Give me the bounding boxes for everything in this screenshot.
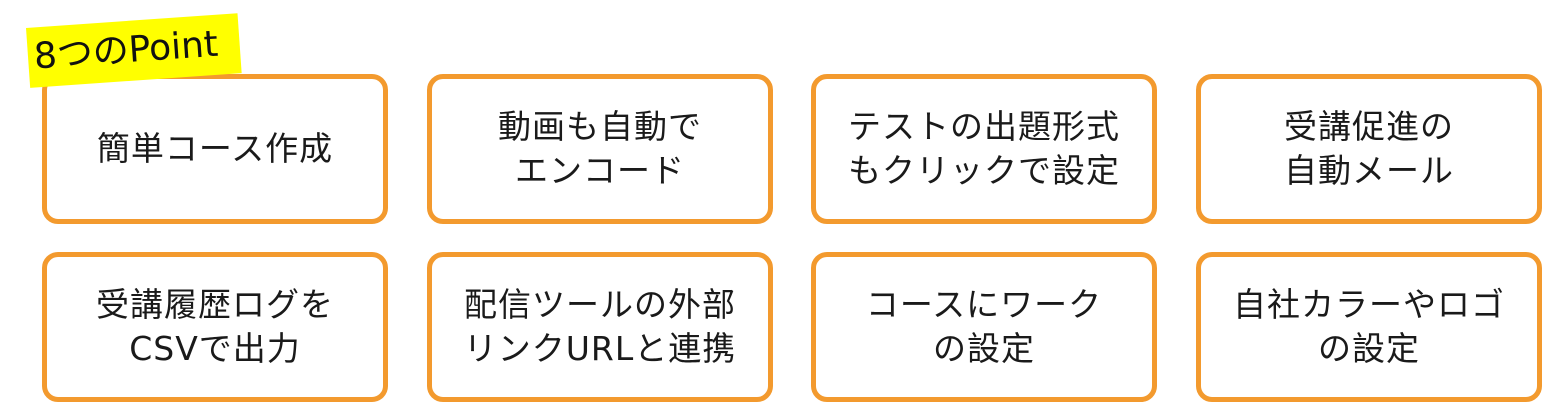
point-card-course-creation: 簡単コース作成 (42, 74, 388, 224)
point-card-line: 自動メール (1284, 151, 1454, 190)
point-card-line: エンコード (515, 151, 685, 190)
point-card-line: 配信ツールの外部 (464, 285, 736, 324)
point-card-line: 簡単コース作成 (96, 129, 334, 168)
point-card-line: もクリックで設定 (848, 151, 1120, 190)
point-card-video-encode: 動画も自動で エンコード (427, 74, 773, 224)
point-card-line: 動画も自動で (498, 107, 702, 146)
point-card-brand-color: 自社カラーやロゴ の設定 (1196, 252, 1542, 402)
point-card-external-link: 配信ツールの外部 リンクURLと連携 (427, 252, 773, 402)
point-card-line: リンクURLと連携 (463, 329, 737, 368)
point-card-line: 受講履歴ログを (96, 285, 334, 324)
point-card-line: 受講促進の (1284, 107, 1454, 146)
point-card-line: 自社カラーやロゴ (1233, 285, 1505, 324)
point-card-line: の設定 (933, 329, 1035, 368)
point-card-csv-log: 受講履歴ログを CSVで出力 (42, 252, 388, 402)
point-card-line: テストの出題形式 (848, 107, 1120, 146)
points-tag-label: 8つのPoint (32, 23, 220, 78)
point-card-course-work: コースにワーク の設定 (811, 252, 1157, 402)
point-card-line: の設定 (1318, 329, 1420, 368)
point-card-auto-mail: 受講促進の 自動メール (1196, 74, 1542, 224)
point-card-test-format: テストの出題形式 もクリックで設定 (811, 74, 1157, 224)
point-card-line: コースにワーク (865, 285, 1103, 324)
point-card-line: CSVで出力 (129, 329, 301, 368)
